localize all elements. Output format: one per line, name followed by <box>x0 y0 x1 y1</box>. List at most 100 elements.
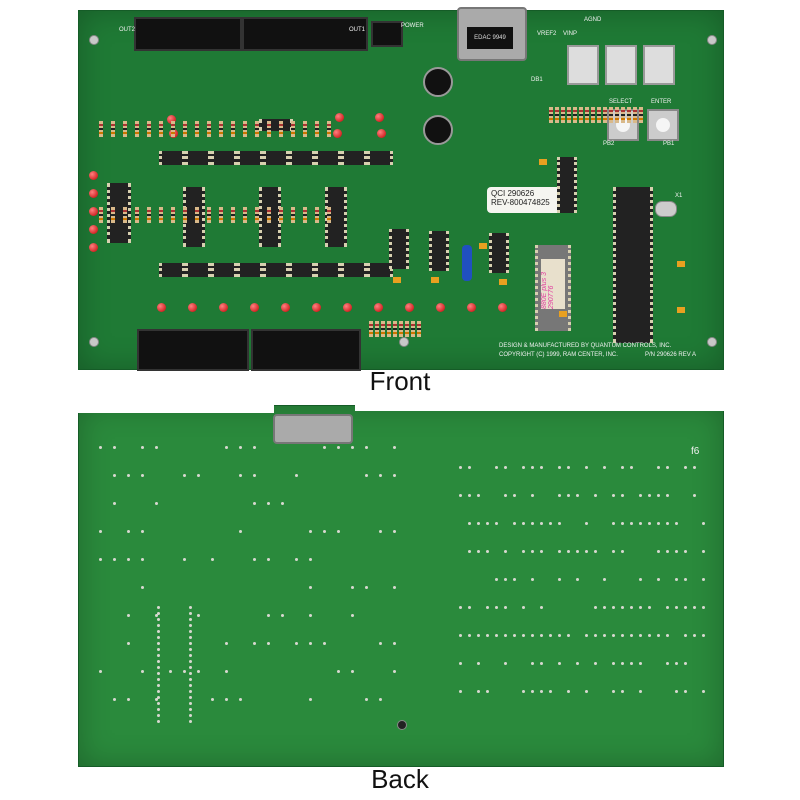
solder-pad <box>157 678 160 681</box>
solder-pad <box>127 558 130 561</box>
solder-pad <box>594 494 597 497</box>
solder-pad <box>585 634 588 637</box>
resistor <box>627 107 631 123</box>
solder-pad <box>477 662 480 665</box>
crystal <box>655 201 677 217</box>
solder-pad <box>531 494 534 497</box>
resistor <box>231 121 235 137</box>
solder-pad <box>666 662 669 665</box>
solder-pad <box>281 502 284 505</box>
solder-pad <box>504 466 507 469</box>
resistor <box>573 107 577 123</box>
resistor <box>159 121 163 137</box>
solder-pad <box>393 586 396 589</box>
resistor <box>291 121 295 137</box>
solder-pad <box>253 446 256 449</box>
solder-pad <box>157 672 160 675</box>
solder-pad <box>675 662 678 665</box>
solder-pad <box>576 550 579 553</box>
solder-pad <box>504 606 507 609</box>
solder-pad <box>657 466 660 469</box>
enter-button[interactable] <box>647 109 679 141</box>
pcb-back: f6 <box>78 405 724 767</box>
solder-pad <box>141 474 144 477</box>
solder-pad <box>675 550 678 553</box>
solder-pad <box>393 670 396 673</box>
solder-pad <box>239 530 242 533</box>
resistor <box>255 207 259 223</box>
resistor <box>399 321 403 337</box>
solder-pad <box>113 446 116 449</box>
ic-chip <box>389 229 409 269</box>
terminal-block-in-right <box>251 329 361 371</box>
solder-pad <box>594 634 597 637</box>
terminal-block-out1 <box>242 17 368 51</box>
solder-pad <box>666 550 669 553</box>
capacitor <box>499 279 507 285</box>
solder-pad <box>309 586 312 589</box>
db9-connector-back <box>273 414 353 444</box>
resistor <box>147 121 151 137</box>
solder-pad <box>157 618 160 621</box>
solder-pad <box>157 642 160 645</box>
solder-pad <box>684 550 687 553</box>
resistor <box>279 207 283 223</box>
solder-pad <box>189 684 192 687</box>
solder-pad <box>495 466 498 469</box>
led-indicator <box>312 303 321 312</box>
solder-pad <box>351 446 354 449</box>
solder-pad <box>155 502 158 505</box>
solder-pad <box>99 446 102 449</box>
solder-pad <box>99 530 102 533</box>
solder-pad <box>323 446 326 449</box>
solder-pad <box>225 642 228 645</box>
solder-pad <box>531 662 534 665</box>
solder-pad <box>189 702 192 705</box>
solder-pad <box>157 606 160 609</box>
solder-pad <box>157 684 160 687</box>
resistor <box>207 207 211 223</box>
resistor <box>219 121 223 137</box>
solder-pad <box>157 708 160 711</box>
silk-db1: DB1 <box>531 77 543 83</box>
solder-pad <box>157 636 160 639</box>
solder-pad <box>393 474 396 477</box>
solder-pad <box>684 634 687 637</box>
solder-pad <box>522 466 525 469</box>
solder-pad <box>169 670 172 673</box>
solder-pad <box>585 550 588 553</box>
silk-out1: OUT1 <box>349 27 366 33</box>
solder-pad <box>379 530 382 533</box>
resistor <box>171 121 175 137</box>
solder-pad <box>693 634 696 637</box>
solder-pad <box>337 530 340 533</box>
solder-pad <box>379 474 382 477</box>
solder-pad <box>585 690 588 693</box>
led-indicator <box>250 303 259 312</box>
solder-pad <box>666 522 669 525</box>
solder-pad <box>239 446 242 449</box>
optocoupler-chip <box>159 263 185 277</box>
solder-pad <box>594 662 597 665</box>
solder-pad <box>157 612 160 615</box>
solder-pad <box>157 648 160 651</box>
solder-pad <box>459 466 462 469</box>
solder-pad <box>189 672 192 675</box>
resistor <box>183 207 187 223</box>
solder-pad <box>157 666 160 669</box>
solder-pad <box>113 502 116 505</box>
solder-pad <box>522 606 525 609</box>
solder-pad <box>189 666 192 669</box>
solder-pad <box>459 690 462 693</box>
resistor <box>411 321 415 337</box>
solder-pad <box>295 558 298 561</box>
led-indicator <box>467 303 476 312</box>
solder-pad <box>113 474 116 477</box>
solder-pad <box>693 494 696 497</box>
resistor <box>267 207 271 223</box>
solder-pad <box>648 494 651 497</box>
resistor <box>195 121 199 137</box>
solder-pad <box>225 698 228 701</box>
resistor <box>387 321 391 337</box>
optocoupler-chip <box>341 263 367 277</box>
